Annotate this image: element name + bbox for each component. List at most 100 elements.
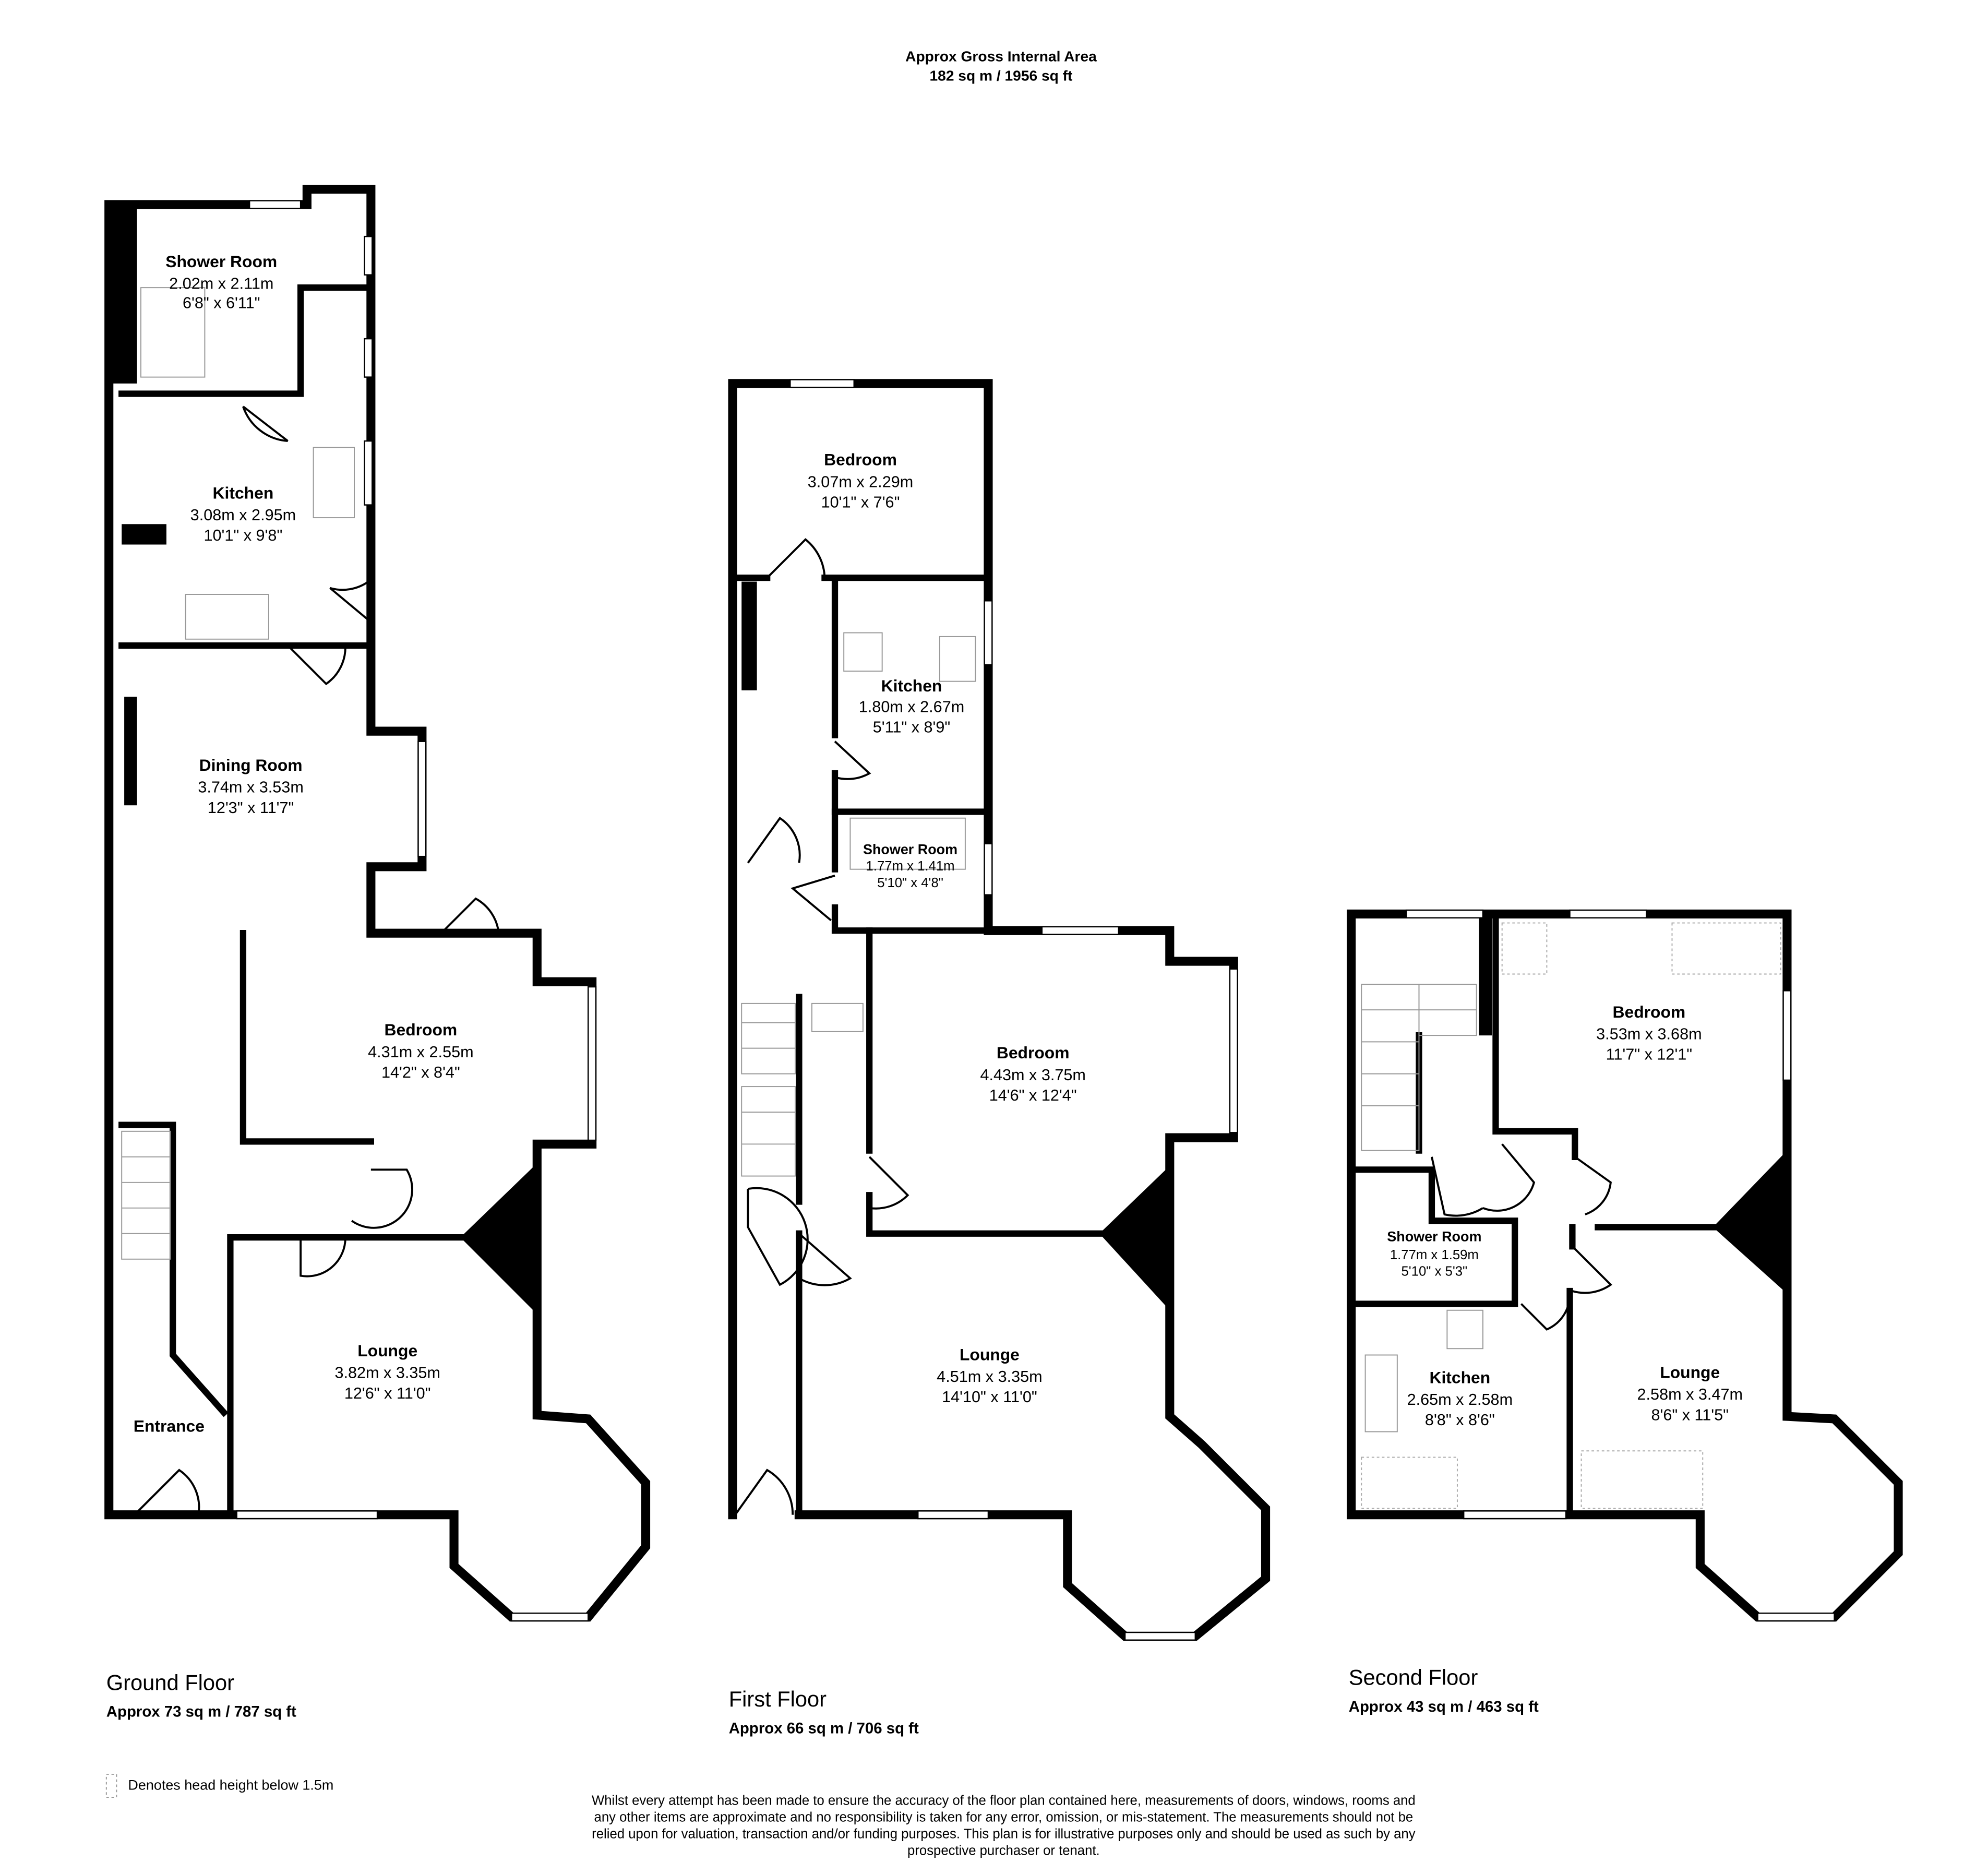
room-metric: 1.77m x 1.59m <box>1390 1248 1479 1262</box>
second-floor-plan: Bedroom 3.53m x 3.68m 11'7" x 12'1" Show… <box>1347 909 1903 1715</box>
first-outer-wall <box>728 379 1271 1641</box>
room-metric: 4.43m x 3.75m <box>980 1066 1085 1084</box>
hob <box>185 594 269 640</box>
room-name: Lounge <box>357 1341 417 1360</box>
room-name: Kitchen <box>881 676 942 695</box>
door[interactable] <box>1431 1156 1483 1217</box>
window <box>248 200 302 209</box>
chimney-breast <box>460 1163 537 1315</box>
window <box>917 1510 989 1520</box>
room-imperial: 6'8" x 6'11" <box>183 294 260 312</box>
room-imperial: 10'1" x 7'6" <box>821 493 900 511</box>
door[interactable] <box>1574 1156 1612 1215</box>
door[interactable] <box>1482 1143 1536 1212</box>
room-imperial: 8'8" x 8'6" <box>1425 1411 1495 1429</box>
shower-tray <box>140 287 206 378</box>
chimney-breast <box>1099 1165 1170 1310</box>
window <box>588 986 597 1141</box>
room-imperial: 14'10" x 11'0" <box>942 1388 1037 1406</box>
floor-area: Approx 43 sq m / 463 sq ft <box>1349 1698 1539 1715</box>
room-name: Shower Room <box>1387 1228 1481 1244</box>
floor-area: Approx 73 sq m / 787 sq ft <box>106 1703 296 1721</box>
first-floor-plan: Bedroom 3.07m x 2.29m 10'1" x 7'6" Kitch… <box>728 379 1271 1737</box>
ground-floor-plan: Shower Room 2.02m x 2.11m 6'8" x 6'11" K… <box>104 184 651 1721</box>
low-head-height-zones <box>1361 922 1781 1509</box>
door[interactable] <box>1520 1291 1571 1331</box>
door[interactable] <box>834 741 871 780</box>
floor-area: Approx 66 sq m / 706 sq ft <box>729 1720 919 1737</box>
room-imperial: 5'10" x 5'3" <box>1402 1264 1468 1279</box>
door[interactable] <box>798 1233 852 1286</box>
disclaimer-line: relied upon for valuation, transaction a… <box>592 1827 1416 1841</box>
legend-label: Denotes head height below 1.5m <box>128 1777 333 1793</box>
room-imperial: 5'11" x 8'9" <box>873 719 951 736</box>
shower-room-wall <box>118 284 368 397</box>
sink <box>313 447 355 519</box>
room-metric: 3.53m x 3.68m <box>1596 1025 1702 1043</box>
room-imperial: 12'3" x 11'7" <box>208 799 294 817</box>
shower-tray <box>849 817 966 870</box>
window <box>364 338 373 378</box>
window <box>236 1510 378 1520</box>
chimney-breast <box>122 524 166 545</box>
stairs <box>741 1002 864 1177</box>
room-metric: 4.51m x 3.35m <box>937 1368 1042 1386</box>
bedroom-wall <box>239 930 374 1145</box>
header-title: Approx Gross Internal Area <box>905 49 1097 65</box>
disclaimer-line: prospective purchaser or tenant. <box>907 1843 1100 1858</box>
second-outer-wall <box>1347 909 1903 1622</box>
room-name: Kitchen <box>1429 1368 1490 1387</box>
room-metric: 2.02m x 2.11m <box>169 275 273 293</box>
door[interactable] <box>766 538 826 579</box>
lounge-wall <box>227 1234 541 1518</box>
room-imperial: 12'6" x 11'0" <box>344 1384 431 1402</box>
window <box>1782 990 1792 1081</box>
door[interactable] <box>300 1237 346 1278</box>
stairs <box>1361 984 1477 1151</box>
room-name: Bedroom <box>824 450 897 469</box>
door[interactable] <box>287 644 346 686</box>
room-name: Shower Room <box>863 841 957 857</box>
floor-name: Ground Floor <box>106 1670 234 1694</box>
disclaimer-line: Whilst every attempt has been made to en… <box>592 1794 1416 1808</box>
door[interactable] <box>747 817 801 864</box>
header-area: 182 sq m / 1956 sq ft <box>930 67 1073 83</box>
window <box>1124 1631 1196 1641</box>
door[interactable] <box>351 1168 413 1229</box>
room-metric: 1.80m x 2.67m <box>859 698 964 715</box>
door[interactable] <box>747 1187 809 1286</box>
sink <box>1364 1354 1398 1433</box>
door[interactable] <box>329 580 369 621</box>
chimney-breast <box>124 696 137 806</box>
window <box>1569 909 1647 918</box>
room-imperial: 10'1" x 9'8" <box>203 527 282 544</box>
door[interactable] <box>868 1156 909 1210</box>
room-imperial: 5'10" x 4'8" <box>877 876 943 890</box>
door[interactable] <box>242 405 289 443</box>
window <box>984 600 993 665</box>
window <box>984 843 993 896</box>
room-name: Shower Room <box>165 252 277 271</box>
chimney-breast <box>1712 1150 1787 1294</box>
hob <box>843 632 883 672</box>
bedroom-wall <box>1492 917 1578 1160</box>
room-name: Entrance <box>134 1416 205 1435</box>
door[interactable] <box>1572 1245 1612 1294</box>
disclaimer-line: any other items are approximate and no r… <box>594 1810 1414 1825</box>
room-metric: 2.58m x 3.47m <box>1637 1386 1743 1403</box>
window <box>1757 1613 1835 1622</box>
door[interactable] <box>791 875 835 922</box>
room-metric: 2.65m x 2.58m <box>1407 1391 1513 1409</box>
room-metric: 3.08m x 2.95m <box>190 506 296 524</box>
front-door[interactable] <box>134 1469 200 1516</box>
ground-outer-wall <box>104 184 651 1622</box>
chimney-breast <box>109 204 137 384</box>
room-metric: 1.77m x 1.41m <box>866 859 955 874</box>
door[interactable] <box>734 1469 794 1515</box>
stair-wall <box>118 1121 229 1417</box>
room-name: Bedroom <box>385 1020 458 1039</box>
room-name: Bedroom <box>1613 1002 1686 1021</box>
window <box>364 440 373 506</box>
room-name: Lounge <box>1660 1363 1720 1382</box>
door[interactable] <box>440 897 500 934</box>
